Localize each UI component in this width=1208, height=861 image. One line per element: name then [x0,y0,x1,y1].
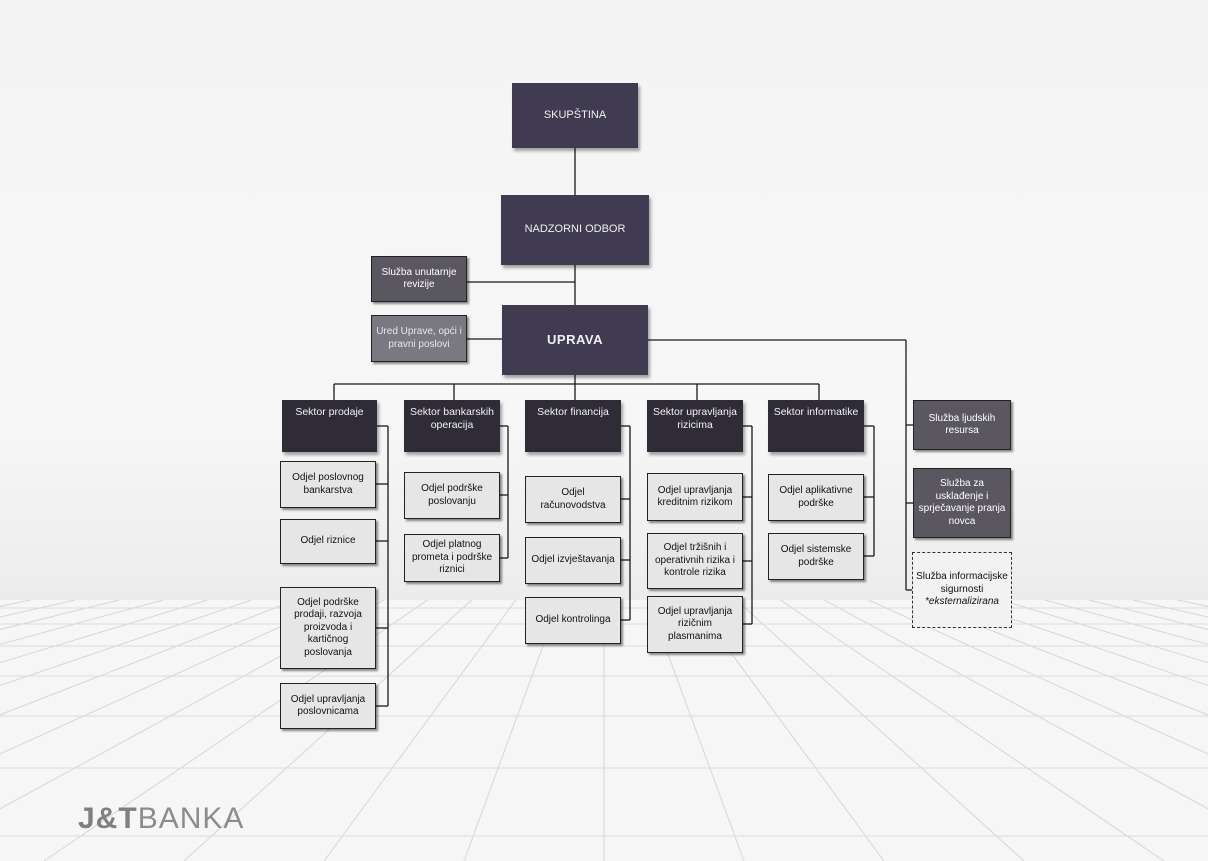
floor-grid-line [0,600,164,645]
dept-label: Odjel upravljanja poslovnicama [290,693,366,718]
dept-trzisnih-operativnih-rizika: Odjel tržišnih i operativnih rizika i ko… [647,533,743,589]
dept-label: Odjel podrške prodaji, razvoja proizvoda… [294,596,362,658]
floor-grid-line [0,600,75,618]
box-sluzba-informacijske-sigurnosti-label: Služba informacijske sigurnosti [916,571,1008,595]
dept-label: Odjel kontrolinga [535,614,611,626]
sector-informatike: Sektor informatike [768,400,864,452]
box-sluzba-unutarnje-revizije-label: Služba unutarnje revizije [381,266,457,291]
floor-grid-line [735,600,1025,861]
dept-racunovodstva: Odjel računovodstva [525,476,621,523]
floor-grid-line [1133,600,1208,618]
dept-label: Odjel podrške poslovanju [421,483,483,507]
box-sluzba-uskladenje: Služba za usklađenje i sprječavanje pran… [913,468,1011,538]
floor-grid-line [1044,600,1208,645]
floor-grid-line [183,600,473,861]
dept-kontrolinga: Odjel kontrolinga [525,597,621,644]
box-skupstina-label: SKUPŠTINA [543,108,607,121]
sector-informatike-label: Sektor informatike [773,406,859,418]
floor-grid-line [912,600,1208,716]
dept-podrske-prodaji: Odjel podrške prodaji, razvoja proizvoda… [280,587,376,669]
dept-label: Odjel aplikativne podrške [779,485,853,509]
external-note: *eksternalizirana [925,596,999,608]
logo-word: BANKA [137,802,245,835]
sector-prodaje: Sektor prodaje [282,400,377,452]
floor-grid-line [0,600,252,686]
box-skupstina: SKUPŠTINA [512,83,638,148]
dept-podrske-poslovanju: Odjel podrške poslovanju [404,472,500,519]
sector-upravljanja-rizicima-label: Sektor upravljanja rizicima [652,406,738,432]
sector-financija-label: Sektor financija [537,406,609,418]
sector-bankarskih-operacija-label: Sektor bankarskih operacija [409,406,495,432]
box-nadzorni-odbor-label: NADZORNI ODBOR [524,223,626,236]
box-uprava-label: UPRAVA [547,331,603,347]
floor-grid-line [824,600,1208,810]
floor-grid-line [323,600,517,861]
box-ured-uprave-label: Ured Uprave, opći i pravni poslovi [376,326,462,350]
dept-platnog-prometa: Odjel platnog prometa i podrške riznici [404,534,500,582]
dept-aplikativne-podrske: Odjel aplikativne podrške [768,474,864,521]
floor-grid-line [0,600,208,664]
box-nadzorni-odbor: NADZORNI ODBOR [501,195,649,265]
floor-grid-line [956,600,1208,686]
dept-label: Odjel računovodstva [540,487,606,511]
box-sluzba-uskladenje-label: Služba za usklađenje i sprječavanje pran… [918,478,1006,527]
box-sluzba-informacijske-sigurnosti: Služba informacijske sigurnosti *ekstern… [912,552,1012,628]
box-ured-uprave: Ured Uprave, opći i pravni poslovi [371,315,467,362]
sector-prodaje-label: Sektor prodaje [295,406,364,418]
floor-grid-line [780,600,1165,861]
floor-grid-line [0,600,296,716]
box-uprava: UPRAVA [502,305,648,375]
floor-grid-line [868,600,1208,755]
dept-label: Odjel upravljanja kreditnim rizikom [657,484,733,509]
dept-label: Odjel poslovnog bankarstva [292,472,364,496]
sector-bankarskih-operacija: Sektor bankarskih operacija [404,400,500,452]
sector-upravljanja-rizicima: Sektor upravljanja rizicima [647,400,743,452]
jt-banka-logo: J&TBANKA [78,802,244,836]
dept-poslovnog-bankarstva: Odjel poslovnog bankarstva [280,461,376,508]
dept-upravljanja-poslovnicama: Odjel upravljanja poslovnicama [280,683,376,729]
floor-grid-line [1000,600,1208,664]
dept-label: Odjel tržišnih i operativnih rizika i ko… [654,542,736,579]
dept-label: Odjel riznice [300,535,356,547]
dept-label: Odjel platnog prometa i podrške riznici [411,539,493,576]
floor-grid-line [1177,600,1208,607]
dept-rizicnim-plasmanima: Odjel upravljanja rizičnim plasmanima [647,596,743,653]
floor-grid-line [0,600,31,607]
box-sluzba-ljudskih-resursa-label: Služba ljudskih resursa [928,412,996,437]
dept-sistemske-podrske: Odjel sistemske podrške [768,533,864,580]
dept-label: Odjel izvještavanja [531,554,615,566]
dept-label: Odjel sistemske podrške [780,544,852,568]
logo-mark: J&T [78,802,138,835]
dept-label: Odjel upravljanja rizičnim plasmanima [657,605,733,642]
dept-kreditnim-rizikom: Odjel upravljanja kreditnim rizikom [647,473,743,521]
sector-financija: Sektor financija [525,400,621,452]
floor-grid-line [0,600,340,755]
box-sluzba-unutarnje-revizije: Služba unutarnje revizije [371,256,467,302]
dept-riznice: Odjel riznice [280,519,376,564]
box-sluzba-ljudskih-resursa: Služba ljudskih resursa [913,400,1011,450]
dept-izvjestavanja: Odjel izvještavanja [525,537,621,584]
